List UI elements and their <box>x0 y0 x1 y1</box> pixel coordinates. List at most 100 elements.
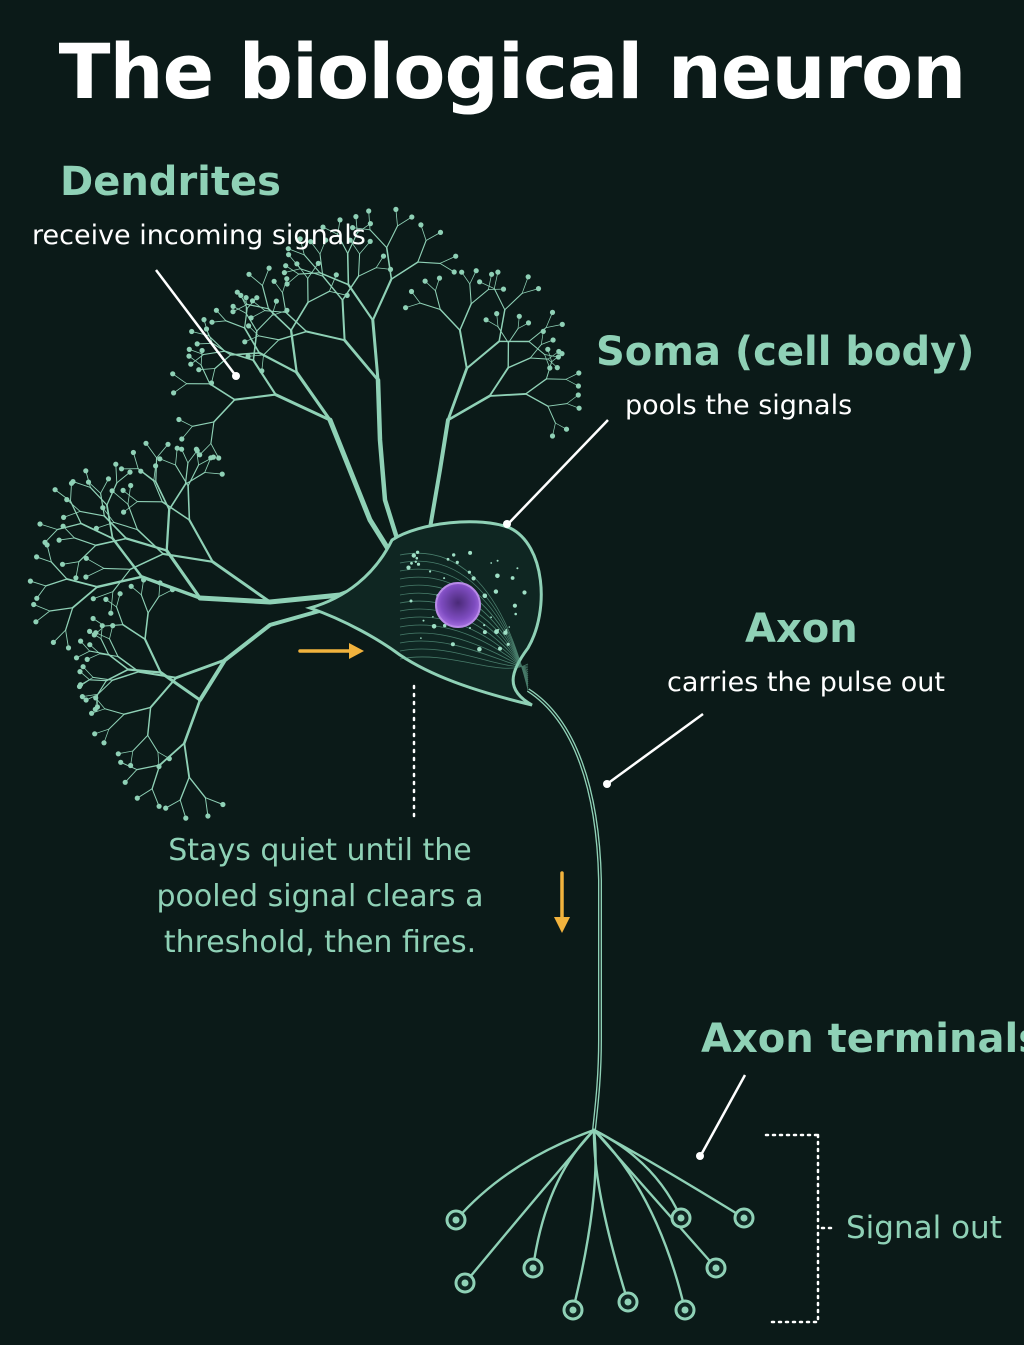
dendrite-branch <box>439 308 461 331</box>
soma-fiber <box>399 656 529 669</box>
dendrite-branch <box>545 361 553 380</box>
terminal-branch <box>592 1128 746 1220</box>
branch-tip <box>113 461 119 467</box>
branch-tip <box>563 426 570 432</box>
threshold-note-line-2: pooled signal clears a <box>156 879 484 914</box>
axon-shaft-inner <box>527 689 601 1131</box>
dendrite-branch <box>357 253 361 277</box>
branch-tip <box>418 222 424 228</box>
dendrite-branch <box>479 281 495 289</box>
dendrite-trunk <box>327 417 398 563</box>
branch-tip <box>186 353 192 359</box>
branch-tip <box>323 237 329 243</box>
branch-tip <box>554 365 560 371</box>
dendrite-branch <box>100 478 109 494</box>
dendrite-branch <box>184 462 189 485</box>
signal-out-bracket <box>764 1133 836 1324</box>
soma-label: Soma (cell body) <box>596 329 975 375</box>
dendrite-branch <box>50 561 68 580</box>
dendrite-branch <box>395 208 398 227</box>
soma-fiber <box>399 616 529 675</box>
dendrite-branch <box>211 560 272 604</box>
axon-leader <box>606 712 704 786</box>
soma-granule <box>416 562 421 566</box>
dendrite-branch <box>434 290 441 311</box>
branch-tip <box>216 455 222 461</box>
soma-granule <box>410 561 413 565</box>
terminal-bulb-core <box>529 1264 537 1272</box>
dendrite-branch <box>521 288 539 294</box>
branch-tip <box>281 270 287 276</box>
dendrite-branch <box>117 655 140 673</box>
branch-tip <box>576 370 582 376</box>
branch-tip <box>50 639 57 646</box>
branch-tip <box>271 278 277 284</box>
dendrite-branch <box>139 575 202 600</box>
axon-terminal-branches <box>454 1128 746 1312</box>
dendrite-branch <box>347 283 374 322</box>
branch-tip <box>576 405 582 411</box>
dendrite-branch <box>328 274 337 292</box>
dendrite-branch <box>64 607 74 631</box>
dendrite-branch <box>140 470 155 482</box>
branch-tip <box>408 288 415 295</box>
branch-tip <box>59 561 66 567</box>
branch-tip <box>73 655 80 661</box>
dendrite-branch <box>159 458 176 466</box>
terminals-leader <box>699 1074 747 1156</box>
dendrite-branch <box>187 464 200 487</box>
terminal-bulb-core <box>569 1306 577 1314</box>
signal-out-label: Signal out <box>846 1210 1002 1246</box>
branch-tip <box>61 514 67 521</box>
branch-tip <box>79 694 85 700</box>
dendrite-branch <box>355 216 358 234</box>
dendrite-branch <box>493 271 499 289</box>
branch-tip <box>545 346 551 352</box>
dendrite-branch <box>123 501 138 513</box>
soma-granule <box>522 590 527 595</box>
terminal-bulb-core <box>712 1264 720 1272</box>
dendrite-branch <box>298 272 321 275</box>
branch-tip <box>297 236 303 242</box>
dendrite-branch <box>149 676 178 709</box>
soma-granule <box>482 630 487 635</box>
soma-granule <box>506 642 510 646</box>
dendrite-branch <box>46 544 52 563</box>
dendrite-branch <box>95 521 115 529</box>
dendrite-branch <box>103 515 128 540</box>
branch-tip <box>575 383 582 389</box>
terminal-bulb-core <box>461 1279 469 1287</box>
terminal-branch <box>531 1128 596 1270</box>
soma-granule <box>415 550 420 554</box>
dendrite-branch <box>245 312 258 332</box>
dendrite-branch <box>168 483 187 511</box>
branch-tip <box>34 554 40 560</box>
branch-tip <box>540 328 546 334</box>
branch-tip <box>249 298 256 304</box>
dendrite-branch <box>56 522 82 531</box>
soma-granule <box>471 576 476 581</box>
dendrite-branch <box>307 290 330 303</box>
dendrite-branch <box>113 521 138 531</box>
dendrite-branch <box>199 443 212 456</box>
dendrite-branch <box>105 668 129 682</box>
dendrite-branch <box>143 638 162 674</box>
branch-tip <box>110 623 116 629</box>
branch-tip <box>387 266 394 272</box>
dendrite-branch <box>52 629 67 643</box>
branch-tip <box>525 274 531 280</box>
branch-tip <box>89 710 95 716</box>
soma-granule <box>503 630 508 635</box>
branch-tip <box>285 246 291 252</box>
dendrite-branch <box>359 241 371 255</box>
soma-granule <box>406 565 411 570</box>
branch-tip <box>42 539 48 546</box>
dendrite-branch <box>303 254 321 274</box>
dendrite-branch <box>337 233 349 255</box>
branch-tip <box>489 271 495 277</box>
dendrite-branch <box>498 309 506 343</box>
branch-tip <box>115 751 121 757</box>
dendrite-branch <box>70 482 72 502</box>
branch-tip <box>575 392 581 398</box>
dendrite-branch <box>232 303 248 313</box>
